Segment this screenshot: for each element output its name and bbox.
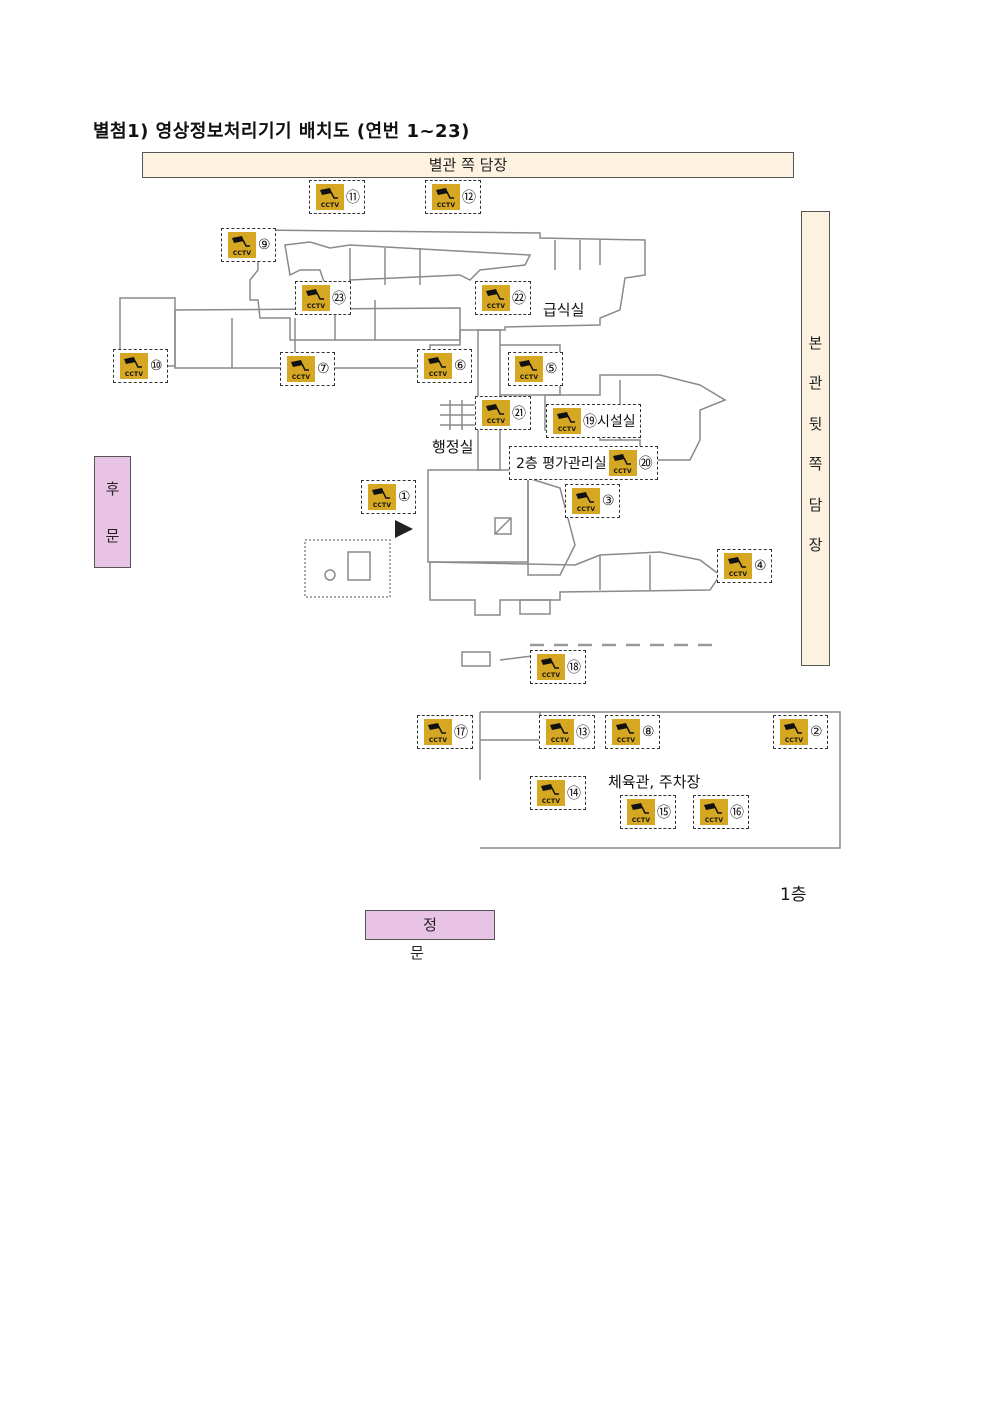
evaluation-room-label: 2층 평가관리실 [516, 456, 607, 472]
cctv-camera-6: CCTV ⑥ [417, 349, 472, 383]
facility-room-label: 시설실 [597, 414, 636, 430]
cctv-camera-15: CCTV ⑮ [620, 795, 676, 829]
cctv-icon: CCTV [724, 553, 752, 579]
top-wall-label: 별관 쪽 담장 [142, 152, 794, 178]
cctv-icon: CCTV [612, 719, 640, 745]
cctv-icon: CCTV [424, 353, 452, 379]
cctv-camera-2: CCTV ② [773, 715, 828, 749]
cctv-icon: CCTV [120, 353, 148, 379]
camera-number: ⑫ [462, 190, 476, 206]
cctv-icon: CCTV [424, 719, 452, 745]
camera-number: ⑦ [317, 361, 330, 377]
cctv-icon: CCTV [432, 184, 460, 210]
cctv-icon: CCTV [780, 719, 808, 745]
camera-number: ⑤ [545, 361, 558, 377]
right-wall-char: 관 [808, 374, 823, 393]
cctv-icon: CCTV [700, 799, 728, 825]
cctv-camera-14: CCTV ⑭ [530, 776, 586, 810]
camera-number: ⑰ [454, 725, 468, 741]
camera-number: ⑧ [642, 724, 655, 740]
cctv-camera-10: CCTV ⑩ [113, 349, 168, 383]
camera-number: ⑲ [583, 414, 597, 430]
cctv-icon: CCTV [302, 285, 330, 311]
camera-number: ② [810, 724, 823, 740]
gym-parking-label: 체육관, 주차장 [608, 773, 701, 791]
camera-number: ⑩ [150, 358, 163, 374]
cctv-icon: CCTV [572, 488, 600, 514]
cctv-icon: CCTV [482, 285, 510, 311]
cctv-icon: CCTV [553, 408, 581, 434]
cctv-camera-5: CCTV ⑤ [508, 352, 563, 386]
cctv-camera-9: CCTV ⑨ [221, 228, 276, 262]
main-gate-label: 정 문 [365, 910, 495, 962]
camera-number: ⑬ [576, 725, 590, 741]
cctv-camera-12: CCTV ⑫ [425, 180, 481, 214]
right-wall-char: 쪽 [808, 455, 823, 474]
cctv-camera-19: CCTV ⑲ 시설실 [546, 404, 641, 438]
camera-number: ⑯ [730, 805, 744, 821]
cctv-camera-13: CCTV ⑬ [539, 715, 595, 749]
camera-number: ④ [754, 558, 767, 574]
cctv-icon: CCTV [537, 654, 565, 680]
camera-number: ⑱ [567, 660, 581, 676]
cctv-camera-11: CCTV ⑪ [309, 180, 365, 214]
cctv-camera-20: 2층 평가관리실 CCTV ⑳ [509, 446, 658, 480]
cctv-icon: CCTV [546, 719, 574, 745]
right-wall-char: 담 [808, 495, 823, 514]
cctv-camera-21: CCTV ㉑ [475, 396, 531, 430]
back-gate-label: 후 문 [94, 456, 131, 568]
cctv-icon: CCTV [316, 184, 344, 210]
cafeteria-label: 급식실 [543, 301, 585, 319]
camera-number: ⑮ [657, 805, 671, 821]
right-wall-char: 본 [808, 333, 823, 352]
camera-number: ① [398, 489, 411, 505]
floor-label: 1층 [780, 885, 807, 905]
camera-number: ㉓ [332, 291, 346, 307]
cctv-icon: CCTV [627, 799, 655, 825]
camera-number: ⑳ [638, 456, 653, 472]
cctv-camera-8: CCTV ⑧ [605, 715, 660, 749]
cctv-camera-4: CCTV ④ [717, 549, 772, 583]
cctv-icon: CCTV [608, 450, 637, 476]
back-gate-char: 후 [105, 480, 120, 498]
cctv-icon: CCTV [287, 356, 315, 382]
camera-number: ⑪ [346, 190, 360, 206]
cctv-icon: CCTV [537, 780, 565, 806]
cctv-icon: CCTV [368, 484, 396, 510]
right-wall-label: 본 관 뒷 쪽 담 장 [801, 211, 830, 666]
back-gate-char: 문 [105, 527, 120, 545]
admin-office-label: 행정실 [432, 438, 474, 456]
camera-number: ⑭ [567, 786, 581, 802]
cctv-camera-22: CCTV ㉒ [475, 281, 531, 315]
camera-number: ⑥ [454, 358, 467, 374]
cctv-camera-1: CCTV ① [361, 480, 416, 514]
camera-number: ③ [602, 493, 615, 509]
cctv-camera-7: CCTV ⑦ [280, 352, 335, 386]
cctv-camera-17: CCTV ⑰ [417, 715, 473, 749]
cctv-camera-23: CCTV ㉓ [295, 281, 351, 315]
camera-number: ㉑ [512, 406, 526, 422]
camera-number: ⑨ [258, 237, 271, 253]
page-title: 별첨1) 영상정보처리기기 배치도 (연번 1~23) [93, 121, 470, 142]
cctv-icon: CCTV [515, 356, 543, 382]
right-wall-char: 뒷 [808, 414, 823, 433]
camera-number: ㉒ [512, 291, 526, 307]
right-wall-char: 장 [808, 536, 823, 555]
cctv-camera-16: CCTV ⑯ [693, 795, 749, 829]
cctv-icon: CCTV [482, 400, 510, 426]
cctv-camera-18: CCTV ⑱ [530, 650, 586, 684]
cctv-icon: CCTV [228, 232, 256, 258]
cctv-camera-3: CCTV ③ [565, 484, 620, 518]
